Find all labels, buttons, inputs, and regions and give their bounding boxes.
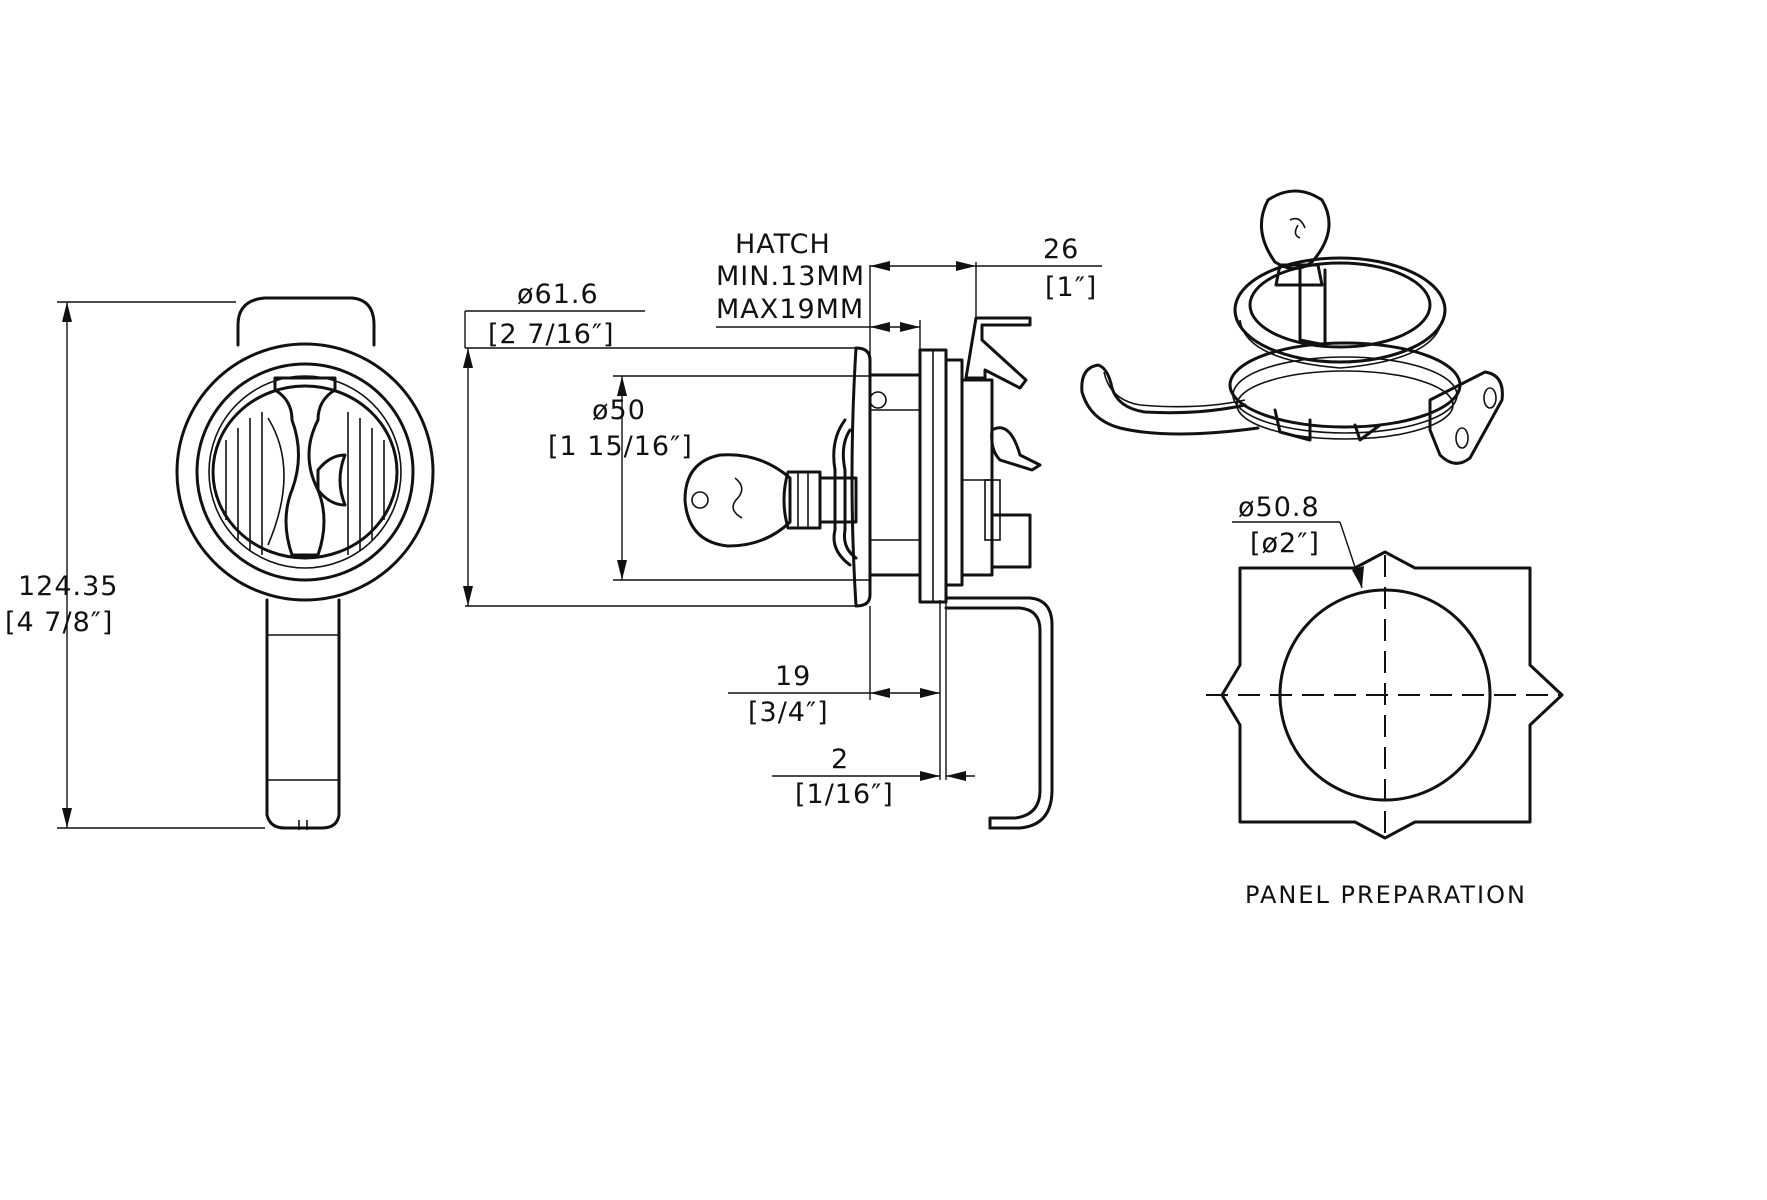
dim-bezel-diameter (463, 310, 857, 607)
dim-cam-offset-inch: [1″] (1045, 272, 1097, 303)
dim-body-diameter-inch: [1 15/16″] (548, 431, 693, 462)
dim-hatch-title: HATCH (735, 229, 831, 260)
panel-preparation-caption: PANEL PREPARATION (1245, 881, 1527, 909)
dim-bezel-diameter-mm: ø61.6 (517, 279, 599, 310)
dim-body-depth (728, 600, 941, 780)
dim-cam-offset-mm: 26 (1043, 234, 1079, 265)
dim-flange-thickness-mm: 2 (831, 744, 849, 775)
dim-flange-thickness (772, 602, 975, 781)
dim-hatch-min: MIN.13MM (716, 261, 865, 292)
panel-preparation-view (1206, 521, 1564, 840)
front-view (175, 296, 435, 830)
dim-flange-thickness-inch: [1/16″] (795, 779, 894, 810)
dim-body-diameter (613, 375, 870, 581)
dim-cam-offset (870, 261, 1102, 318)
dim-overall-height-mm: 124.35 (18, 571, 118, 602)
dim-cutout-diameter-inch: [ø2″] (1250, 528, 1320, 559)
dim-cutout-diameter-mm: ø50.8 (1238, 492, 1320, 523)
dim-overall-height-inch: [4 7/8″] (5, 607, 113, 638)
dim-body-diameter-mm: ø50 (592, 395, 646, 426)
dim-body-depth-inch: [3/4″] (748, 697, 829, 728)
dim-body-depth-mm: 19 (775, 661, 811, 692)
dim-hatch-max: MAX19MM (716, 294, 864, 325)
dim-overall-height (57, 301, 265, 829)
dim-hatch-thickness (716, 265, 921, 375)
side-view (683, 316, 1054, 830)
dim-bezel-diameter-inch: [2 7/16″] (488, 319, 615, 350)
isometric-view (1080, 189, 1504, 465)
